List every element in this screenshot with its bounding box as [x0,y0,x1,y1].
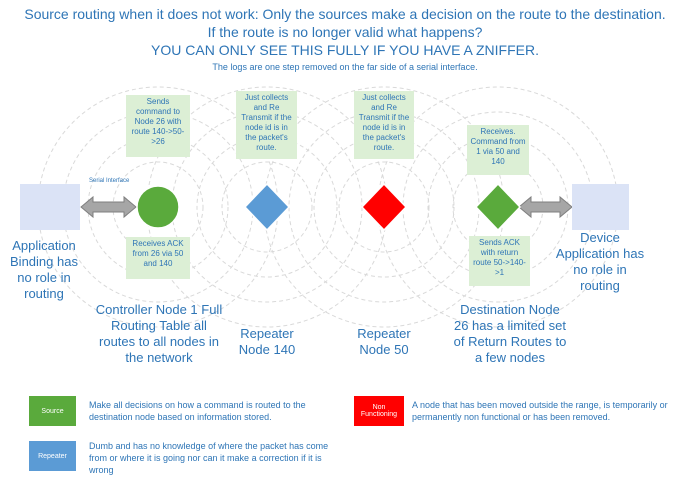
legend-nonfunctioning-text: A node that has been moved outside the r… [412,400,668,422]
serial-arrow-left [80,195,137,219]
device-arrow-right [518,195,573,219]
legend-source-swatch: Source [29,396,76,426]
destination-label: Destination Node 26 has a limited set of… [453,302,567,365]
destination-receives-note: Receives. Command from 1 via 50 and 140 [467,125,529,175]
destination-sends-note: Sends ACK with return route 50->140->1 [469,236,530,286]
repeater-140-label: Repeater Node 140 [238,326,296,357]
legend-repeater-text: Dumb and has no knowledge of where the p… [89,441,329,475]
legend-nonfunctioning-swatch: Non Functioning [354,396,404,426]
application-box [20,184,80,230]
device-label: Device Application has no role in routin… [555,230,645,293]
device-box [572,184,629,230]
controller-label: Controller Node 1 Full Routing Table all… [95,302,223,365]
destination-node-icon [474,182,522,232]
title-line-1: Source routing when it does not work: On… [24,6,666,22]
controller-receives-note: Receives ACK from 26 via 50 and 140 [126,237,190,279]
application-label: Application Binding has no role in routi… [10,238,78,301]
serial-interface-label: Serial Interface [89,178,130,184]
title-line-3: YOU CAN ONLY SEE THIS FULLY IF YOU HAVE … [151,42,539,58]
controller-node-icon [136,185,180,229]
repeater-140-icon [243,182,291,232]
legend-repeater-swatch: Repeater [29,441,76,471]
repeater-50-note: Just collects and Re Transmit if the nod… [354,91,414,159]
subtitle: The logs are one step removed on the far… [212,62,478,72]
legend-source-text: Make all decisions on how a command is r… [89,400,306,422]
repeater-140-note: Just collects and Re Transmit if the nod… [236,91,297,159]
repeater-50-icon [360,182,408,232]
repeater-50-label: Repeater Node 50 [357,326,411,357]
controller-sends-note: Sends command to Node 26 with route 140-… [126,95,190,157]
title-line-2: If the route is no longer valid what hap… [207,24,483,40]
